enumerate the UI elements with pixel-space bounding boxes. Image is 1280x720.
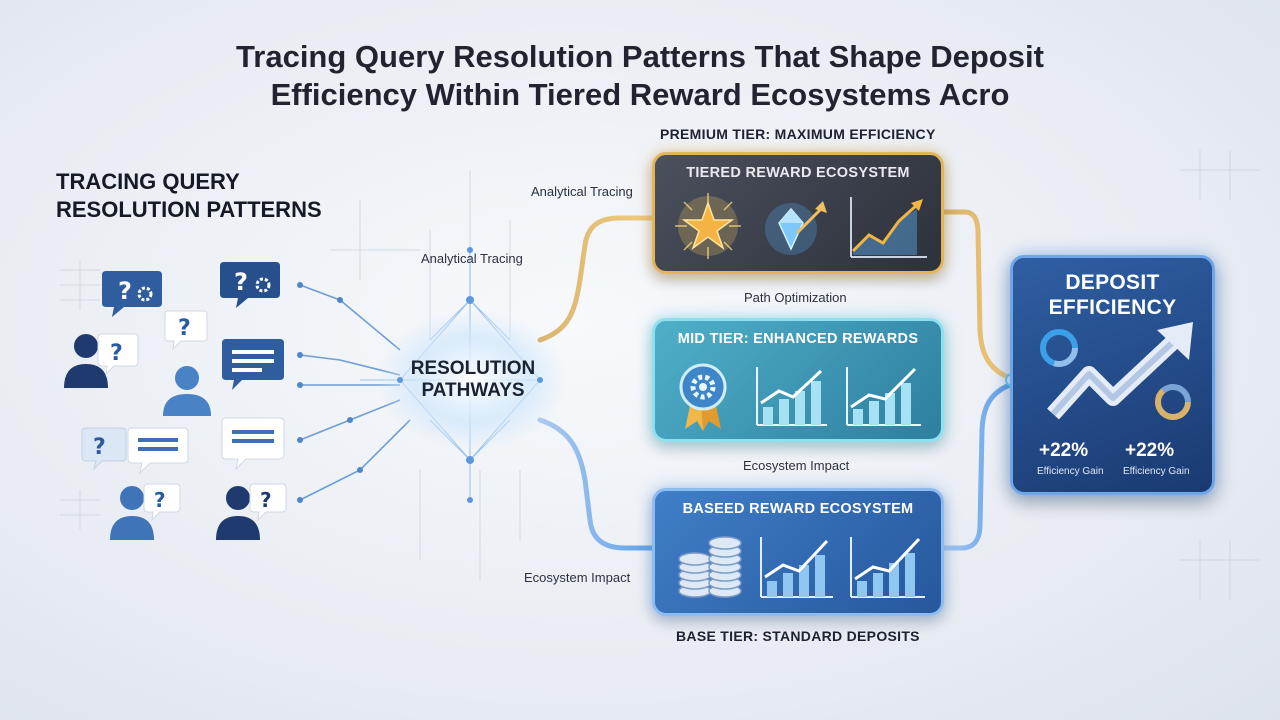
hub-label-line-2: Pathways	[421, 380, 525, 401]
path-label-ecosystem-impact-mid: Ecosystem Impact	[743, 458, 850, 473]
person-icon	[163, 366, 211, 416]
mid-card-title: Mid Tier: Enhanced Rewards	[677, 331, 919, 347]
bar-chart-icon	[756, 367, 827, 426]
title-line-2: Efficiency Within Tiered Reward Ecosyste…	[270, 77, 1010, 112]
efficiency-gain-caption-1: Efficiency Gain	[1037, 466, 1104, 477]
premium-card-title: Tiered Reward Ecosystem	[686, 165, 910, 181]
award-gear-icon	[679, 363, 727, 431]
svg-text:?: ?	[110, 341, 123, 366]
deposit-efficiency-card: Deposit Efficiency +22% Efficiency Gain …	[1010, 255, 1215, 495]
path-label-analytical-tracing-lower: Analytical Tracing	[421, 251, 523, 266]
star-icon	[675, 193, 741, 259]
svg-text:?: ?	[234, 268, 248, 296]
bar-chart-icon	[846, 367, 921, 426]
premium-tier-label: PREMIUM TIER: MAXIMUM EFFICIENCY	[660, 126, 936, 142]
base-tier-card: Baseed Reward Ecosystem	[652, 488, 944, 616]
path-label-ecosystem-impact-lower: Ecosystem Impact	[524, 570, 631, 585]
efficiency-gain-caption-2: Efficiency Gain	[1123, 466, 1190, 477]
question-bubble-icon: ?	[81, 427, 189, 475]
path-label-analytical-tracing-upper: Analytical Tracing	[531, 184, 633, 199]
premium-path	[537, 215, 655, 343]
person-question-icon: ?	[110, 483, 181, 540]
svg-text:?: ?	[260, 488, 272, 512]
mid-tier-card: Mid Tier: Enhanced Rewards	[652, 318, 944, 442]
section-heading-line-1: Tracing Query	[56, 169, 240, 194]
question-gear-bubble-icon: ?	[220, 262, 280, 308]
hub-label-line-1: Resolution	[410, 358, 536, 379]
question-gear-bubble-icon: ?	[102, 271, 162, 317]
efficiency-gain-value-2: +22%	[1125, 440, 1175, 461]
trend-arrow-icon	[1047, 336, 1179, 420]
svg-text:?: ?	[178, 316, 191, 341]
section-heading-line-2: Resolution Patterns	[56, 197, 322, 222]
path-label-path-optimization: Path Optimization	[744, 290, 847, 305]
base-to-deposit	[941, 382, 1013, 551]
premium-tier-card: Tiered Reward Ecosystem	[652, 152, 944, 274]
text-bubble-icon	[222, 339, 284, 390]
deposit-card-title: Deposit Efficiency	[1013, 270, 1212, 320]
base-card-title: Baseed Reward Ecosystem	[682, 501, 914, 517]
svg-text:?: ?	[93, 435, 106, 460]
person-question-icon: ?	[216, 483, 287, 540]
premium-to-deposit	[941, 209, 1013, 381]
efficiency-gain-value-1: +22%	[1039, 440, 1089, 461]
svg-text:?: ?	[154, 488, 166, 512]
deposit-title-line-2: Efficiency	[1048, 296, 1177, 319]
deposit-title-line-1: Deposit	[1065, 271, 1160, 294]
coins-icon	[678, 536, 742, 598]
title-line-1: Tracing Query Resolution Patterns That S…	[236, 39, 1044, 74]
base-tier-label: BASE TIER: STANDARD DEPOSITS	[676, 628, 920, 644]
text-bubble-icon	[221, 417, 285, 471]
person-question-icon: ?	[64, 333, 139, 388]
bar-chart-icon	[850, 537, 925, 598]
growth-chart-icon	[850, 197, 927, 258]
section-heading: Tracing Query Resolution Patterns	[56, 168, 376, 224]
page-title: Tracing Query Resolution Patterns That S…	[140, 38, 1140, 114]
trend-visual	[1040, 322, 1193, 420]
gem-icon	[765, 201, 827, 255]
base-path	[537, 417, 655, 551]
hub-glow	[377, 310, 567, 450]
question-bubble-icon: ?	[164, 310, 208, 351]
bar-chart-icon	[760, 537, 833, 598]
resolution-pathways-hub: Resolution Pathways	[388, 358, 558, 402]
svg-text:?: ?	[118, 277, 132, 305]
